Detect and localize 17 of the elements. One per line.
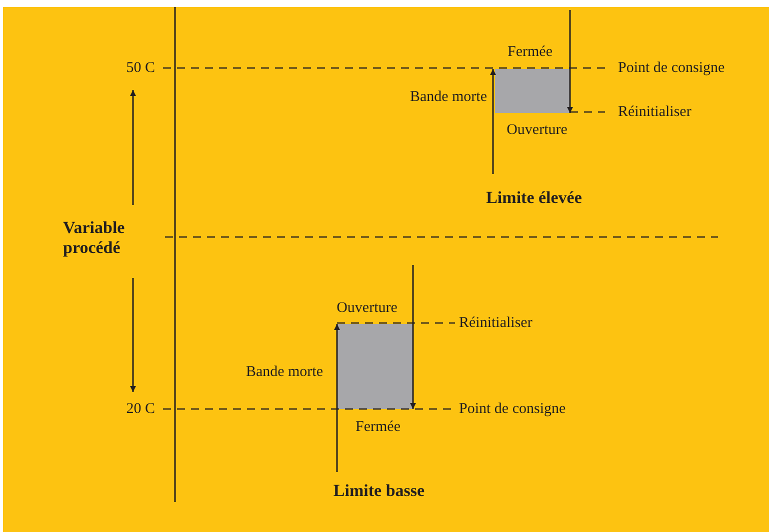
axis-label: Bande morte <box>246 363 323 381</box>
heading: Limite élevée <box>486 188 582 208</box>
axis-label: Ouverture <box>336 299 398 317</box>
axis-label: 20 C <box>126 400 155 418</box>
axis-label: Réinitialiser <box>618 103 692 121</box>
axis-label: Fermée <box>508 43 552 61</box>
axis-label: Réinitialiser <box>459 314 532 332</box>
axis-label: Ouverture <box>506 121 568 139</box>
axis-label: Bande morte <box>410 88 487 106</box>
deadband-area <box>337 324 413 409</box>
heading: Variable procédé <box>63 218 126 258</box>
deadband-area <box>495 69 570 113</box>
axis-label: Point de consigne <box>618 59 725 77</box>
axis-label: Fermée <box>356 418 400 436</box>
heading: Limite basse <box>333 481 425 501</box>
axis-label: 50 C <box>126 59 155 77</box>
axis-label: Point de consigne <box>459 400 566 418</box>
